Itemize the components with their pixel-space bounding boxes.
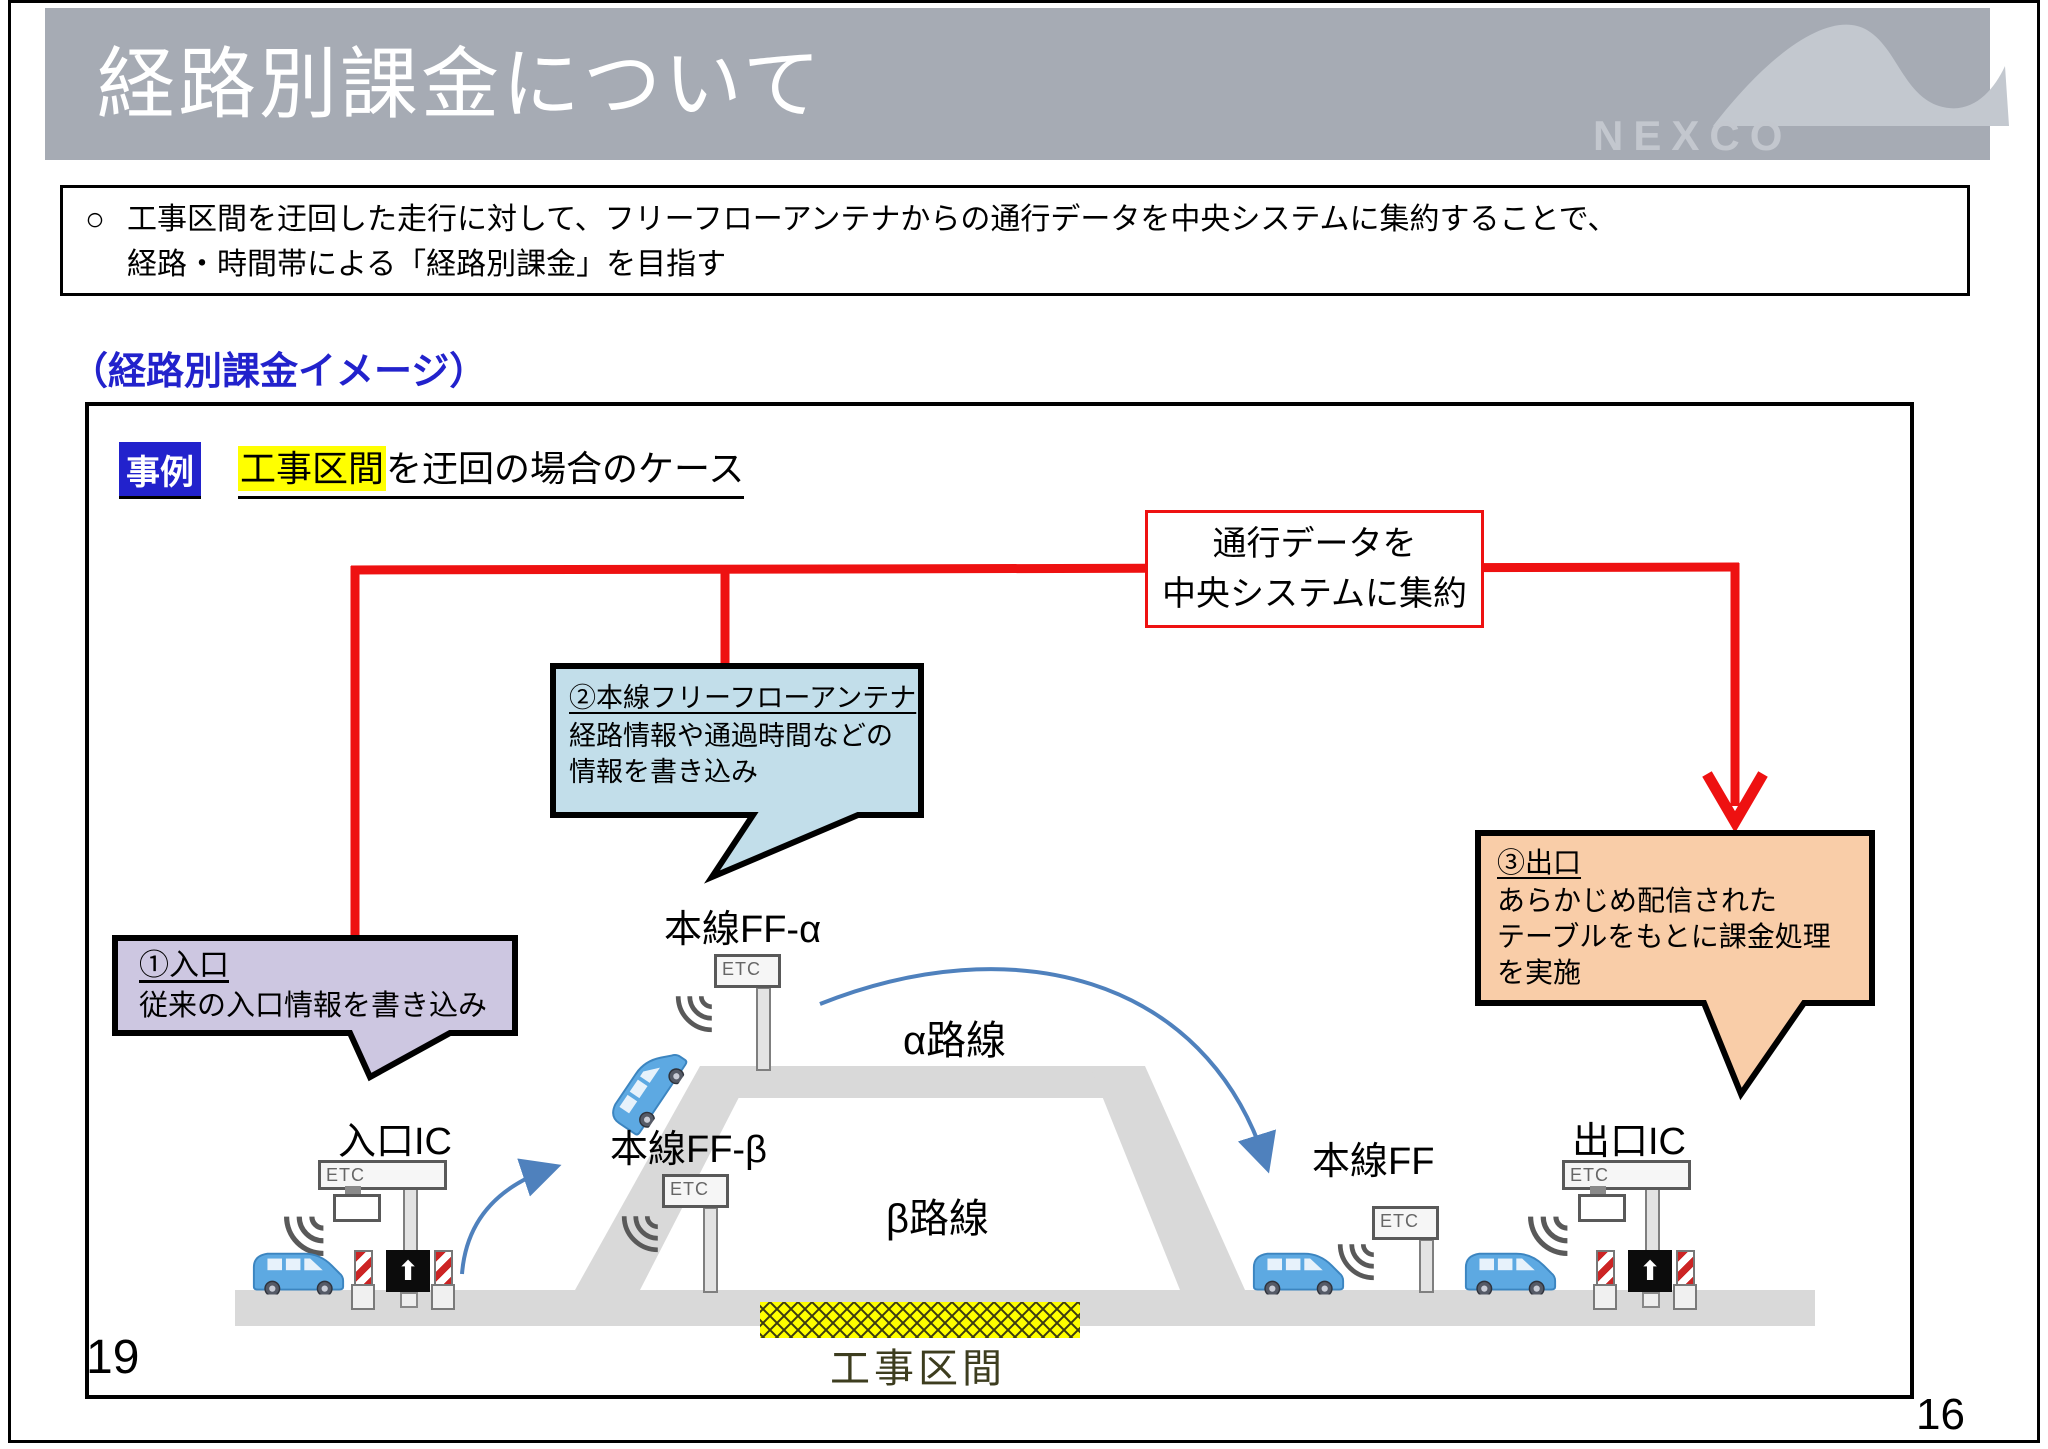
- case-title-highlight: 工事区間: [238, 446, 387, 491]
- label-alpha-route: α路線: [903, 1019, 1007, 1063]
- gate-post: [1642, 1292, 1660, 1308]
- callout-exit-body-3: を実施: [1497, 957, 1582, 988]
- summary-line-2: 経路・時間帯による「経路別課金」を目指す: [127, 248, 727, 281]
- car-icon-ff: [1252, 1252, 1345, 1295]
- gate-base: [351, 1284, 375, 1310]
- callout-exit-body-1: あらかじめ配信された: [1497, 885, 1778, 916]
- slide-border-frame: [8, 0, 2040, 1443]
- bullet-marker: ○: [85, 200, 105, 237]
- car-icon-exit: [1464, 1252, 1557, 1295]
- case-title: 工事区間を迂回の場合のケース: [238, 440, 745, 499]
- wifi-waves-icon-ff: [1340, 1244, 1374, 1278]
- label-entrance-ic: 入口IC: [338, 1121, 453, 1163]
- label-beta-route: β路線: [886, 1197, 990, 1241]
- etc-sign-exit: ETC: [1562, 1160, 1691, 1190]
- case-label-badge: 事例: [119, 442, 201, 499]
- page-title: 経路別課金について: [97, 40, 824, 128]
- etc-sign-entrance: ETC: [318, 1160, 447, 1190]
- gate-base: [1593, 1284, 1617, 1310]
- central-box-line-2: 中央システムに集約: [1162, 575, 1467, 613]
- etc-antenna-connector-exit: [1590, 1186, 1606, 1196]
- gate-base: [1673, 1284, 1697, 1310]
- callout-mainline-body-1: 経路情報や通過時間などの: [569, 721, 893, 751]
- wifi-waves-icon-ff-alpha: [678, 996, 712, 1030]
- gantry-pole-ff-beta: [703, 1207, 718, 1293]
- road-alpha-bypass: [700, 1066, 1145, 1098]
- route-arrow-alpha-detour: [819, 967, 1277, 1174]
- gate-stripe-pole: [354, 1250, 373, 1288]
- gate-arrow-sign: ⬆: [386, 1250, 430, 1292]
- nexco-logo-swoosh-icon: [1713, 24, 2009, 126]
- label-mainline-ff: 本線FF: [1312, 1141, 1435, 1183]
- gate-stripe-pole: [1676, 1250, 1695, 1288]
- construction-zone-hatch: [760, 1302, 1080, 1338]
- etc-sign-ff-beta: ETC: [662, 1174, 729, 1208]
- case-title-rest: を迂回の場合のケース: [386, 448, 745, 489]
- etc-antenna-box-entrance: [333, 1194, 381, 1222]
- title-bar: [45, 8, 2009, 160]
- callout-mainline-body-2: 情報を書き込み: [569, 757, 758, 787]
- label-mainline-ff-beta: 本線FF-β: [610, 1129, 767, 1171]
- callout-mainline-bubble: [550, 663, 924, 884]
- summary-line-1: 工事区間を迂回した走行に対して、フリーフローアンテナからの通行データを中央システ…: [127, 203, 1618, 236]
- gantry-pole-ff-alpha: [756, 987, 771, 1071]
- callout-exit-bubble: [1475, 830, 1875, 1101]
- gate-stripe-pole: [1596, 1250, 1615, 1288]
- wifi-waves-icon-entrance: [287, 1217, 324, 1254]
- gate-post: [400, 1292, 418, 1308]
- etc-antenna-connector-entrance: [345, 1186, 361, 1196]
- summary-text: 工事区間を迂回した走行に対して、フリーフローアンテナからの通行データを中央システ…: [127, 188, 1617, 293]
- etc-antenna-box-exit: [1578, 1194, 1626, 1222]
- label-mainline-ff-alpha: 本線FF-α: [664, 909, 822, 951]
- gantry-pole-ff: [1419, 1239, 1434, 1293]
- page-number-inner: 19: [86, 1331, 140, 1384]
- label-exit-ic: 出口IC: [1572, 1121, 1687, 1163]
- gate-stripe-pole: [434, 1250, 453, 1288]
- callout-entrance-bubble: [112, 935, 518, 1082]
- red-down-arrow-icon: [1702, 771, 1768, 833]
- callout-mainline-title: ②本線フリーフローアンテナ: [569, 683, 917, 713]
- image-caption: （経路別課金イメージ）: [70, 351, 488, 393]
- callout-exit-title: ③出口: [1497, 847, 1582, 878]
- road-ramp-right: [1090, 1066, 1245, 1290]
- central-box-line-1: 通行データを: [1212, 525, 1417, 563]
- gate-base: [431, 1284, 455, 1310]
- label-construction-zone: 工事区間: [830, 1347, 1006, 1391]
- callout-exit-body-2: テーブルをもとに課金処理: [1497, 921, 1831, 952]
- red-connector-horizontal: [350, 562, 1740, 575]
- nexco-logo-text: NEXCO: [1593, 112, 1793, 159]
- wifi-waves-icon-exit: [1531, 1217, 1568, 1254]
- etc-sign-ff-alpha: ETC: [714, 954, 781, 988]
- page-number-outer: 16: [1916, 1390, 1965, 1439]
- car-icon-entrance: [252, 1252, 345, 1295]
- diagram-frame: [85, 402, 1914, 1399]
- central-system-box: 通行データを 中央システムに集約: [1145, 510, 1484, 628]
- gate-arrow-sign: ⬆: [1628, 1250, 1672, 1292]
- etc-sign-ff: ETC: [1372, 1206, 1439, 1240]
- nexco-swoosh-light: [1713, 24, 2009, 126]
- callout-entrance-title: ①入口: [139, 949, 229, 982]
- summary-box: ○ 工事区間を迂回した走行に対して、フリーフローアンテナからの通行データを中央シ…: [60, 185, 1970, 296]
- route-arrow-to-ramp: [460, 1158, 562, 1275]
- callout-entrance-body: 従来の入口情報を書き込み: [139, 990, 488, 1022]
